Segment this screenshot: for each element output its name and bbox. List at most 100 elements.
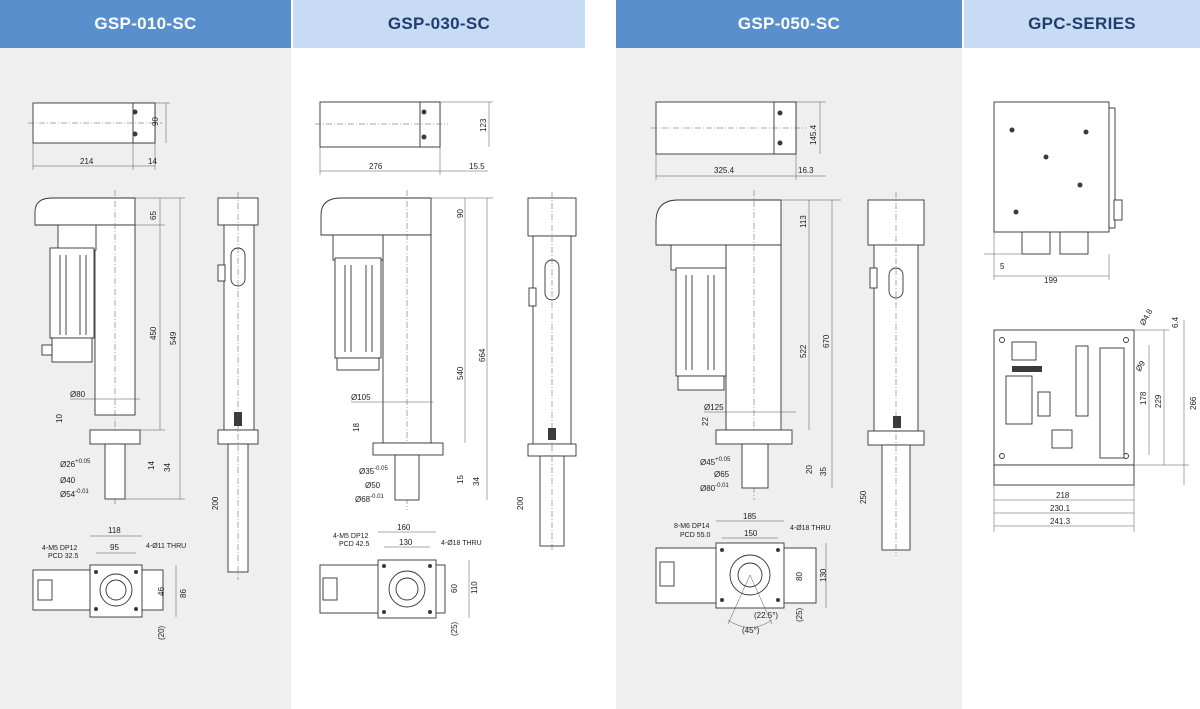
dim-d125: Ø125: [704, 403, 724, 412]
dim-22: 22: [701, 417, 710, 426]
dim-d40: Ø40: [60, 476, 76, 485]
gsp-010-drawing: 214 14 90: [28, 102, 259, 640]
dim-130: 130: [819, 568, 828, 582]
dim-95: 95: [110, 543, 119, 552]
column-gpc-series: GPC-SERIES 199 5: [964, 0, 1200, 709]
top-view: 214 14 90: [28, 102, 170, 170]
dim-25: (25): [795, 607, 804, 622]
thru-label: 4-Ø18 THRU: [441, 540, 482, 547]
column-title: GSP-010-SC: [0, 0, 291, 48]
column-title: GSP-050-SC: [616, 0, 962, 48]
gsp-050-drawing: 325.4 16.3 145.4: [651, 101, 925, 635]
column-gsp-030-sc: GSP-030-SC 276 15.5 123: [293, 0, 585, 709]
flange-view: 185 150 8-M6 DP14 PCD 55.0 4-Ø18 THRU 13…: [655, 512, 831, 635]
dim-325-4: 325.4: [714, 166, 735, 175]
dim-160: 160: [397, 523, 411, 532]
dim-d26: Ø26+0.05: [60, 459, 91, 469]
dim-d54: Ø54-0.01: [60, 489, 89, 499]
dim-d65: Ø65: [714, 470, 730, 479]
dim-199: 199: [1044, 276, 1058, 285]
column-title: GPC-SERIES: [964, 0, 1200, 48]
dim-241-3: 241.3: [1050, 517, 1071, 526]
dim-15-5: 15.5: [469, 162, 485, 171]
angle-45: (45°): [742, 626, 760, 635]
column-title: GSP-030-SC: [293, 0, 585, 48]
dim-266: 266: [1189, 396, 1198, 410]
dim-113: 113: [799, 215, 808, 228]
dim-20: 20: [805, 465, 814, 474]
angle-22-5: (22.5°): [754, 611, 778, 620]
gpc-drawing: 199 5 178: [984, 101, 1198, 532]
dim-d4-8: Ø4.8: [1138, 307, 1155, 327]
dim-65: 65: [149, 211, 158, 220]
dim-15: 15: [456, 475, 465, 484]
dim-34: 34: [472, 477, 481, 486]
dim-46: 46: [157, 587, 166, 596]
dim-200: 200: [516, 496, 525, 510]
dim-185: 185: [743, 512, 757, 521]
side-view: 250: [859, 192, 925, 556]
column-gsp-050-sc: GSP-050-SC 325.4 16.3 145.4: [616, 0, 962, 709]
dim-d68: Ø68-0.01: [355, 494, 384, 504]
dim-80: 80: [795, 572, 804, 581]
dim-d80: Ø80: [70, 390, 86, 399]
dim-18: 18: [352, 423, 361, 432]
dim-229: 229: [1154, 394, 1163, 408]
dim-123: 123: [479, 118, 488, 132]
front-view: 90 540 664 Ø105 18 Ø35-0.05 Ø50 Ø68-0.01…: [320, 190, 493, 510]
flange-view: 160 130 4-M5 DP12 PCD 42.5 4-Ø18 THRU 11…: [319, 523, 482, 636]
dim-549: 549: [169, 331, 178, 345]
dim-130: 130: [399, 538, 413, 547]
dim-230-1: 230.1: [1050, 504, 1071, 513]
dim-664: 664: [478, 348, 487, 362]
front-view: 65 450 549 Ø80 10 Ø26+0.05 Ø40 Ø54-0.01 …: [34, 190, 185, 505]
dim-218: 218: [1056, 491, 1070, 500]
dim-276: 276: [369, 162, 383, 171]
pcd-label: PCD 32.5: [48, 553, 78, 560]
dim-10: 10: [55, 414, 64, 423]
dim-150: 150: [744, 529, 758, 538]
dim-60: 60: [450, 584, 459, 593]
dim-5: 5: [1000, 262, 1005, 271]
controller-side-view: 199 5: [984, 101, 1123, 285]
pcd-label: PCD 42.5: [339, 541, 369, 548]
dim-34: 34: [163, 463, 172, 472]
dim-450: 450: [149, 326, 158, 340]
tap-label: 4-M5 DP12: [42, 545, 78, 552]
tap-label: 4-M5 DP12: [333, 533, 369, 540]
dim-6-4: 6.4: [1171, 316, 1180, 328]
front-view: 113 522 670 Ø125 22 Ø45+0.05 Ø65 Ø80-0.0…: [655, 190, 841, 500]
pcd-label: PCD 55.0: [680, 532, 710, 539]
dim-86: 86: [179, 589, 188, 598]
dim-90: 90: [456, 209, 465, 218]
dim-d9: Ø9: [1134, 359, 1147, 373]
dim-200: 200: [211, 496, 220, 510]
dim-d80: Ø80-0.01: [700, 483, 729, 493]
dim-110: 110: [470, 581, 479, 594]
dim-145-4: 145.4: [809, 124, 818, 145]
top-view: 276 15.5 123: [315, 101, 493, 175]
dim-214: 214: [80, 157, 94, 166]
dim-25: (25): [450, 621, 459, 636]
dim-20: (20): [157, 625, 166, 640]
dim-178: 178: [1139, 391, 1148, 405]
tap-label: 8-M6 DP14: [674, 523, 710, 530]
side-view: 200: [211, 192, 259, 580]
dim-35: 35: [819, 467, 828, 476]
dim-d50: Ø50: [365, 481, 381, 490]
dim-118: 118: [108, 526, 121, 535]
column-gsp-010-sc: GSP-010-SC 214 14 90: [0, 0, 291, 709]
dim-d45: Ø45+0.05: [700, 457, 731, 467]
dim-250: 250: [859, 490, 868, 504]
dim-670: 670: [822, 334, 831, 348]
dim-90: 90: [151, 117, 160, 126]
controller-front-view: 178 229 266 Ø4.8 6.4 Ø9 218 230.1 241.3: [993, 307, 1198, 532]
dim-d105: Ø105: [351, 393, 371, 402]
side-view: 200: [516, 192, 577, 552]
dim-14: 14: [148, 157, 157, 166]
dim-540: 540: [456, 366, 465, 380]
dim-16-3: 16.3: [798, 166, 814, 175]
gsp-030-drawing: 276 15.5 123: [315, 101, 577, 636]
top-view: 325.4 16.3 145.4: [651, 101, 826, 180]
flange-view: 118 95 4-M5 DP12 PCD 32.5 4-Ø11 THRU 86 …: [32, 526, 188, 640]
